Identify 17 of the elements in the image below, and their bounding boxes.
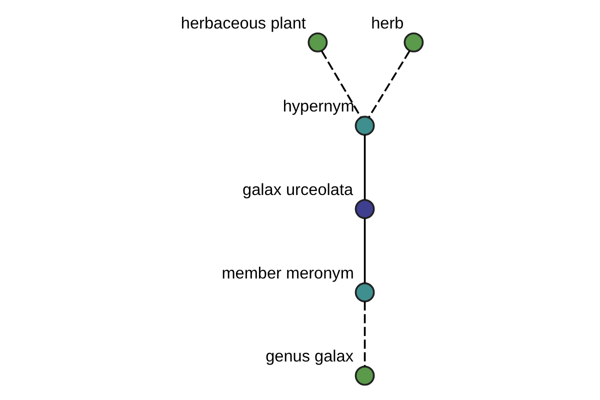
node-label: herbaceous plant: [180, 14, 306, 32]
connector: [363, 302, 366, 366]
node-circle: [354, 282, 374, 302]
connector: [363, 218, 366, 283]
node-circle: [403, 32, 424, 52]
connector: [363, 134, 366, 200]
node-label: genus galax: [265, 348, 353, 366]
node-label: galax urceolata: [242, 180, 353, 199]
node-label: member meronym: [221, 264, 354, 282]
node-circle: [354, 366, 374, 386]
node-circle: [354, 116, 374, 136]
node-label: hypernym: [282, 98, 354, 116]
node-circle: [307, 32, 328, 52]
node-label: herb: [370, 14, 404, 32]
connector: [320, 50, 362, 118]
node-circle: [354, 199, 374, 220]
connector: [368, 50, 410, 118]
